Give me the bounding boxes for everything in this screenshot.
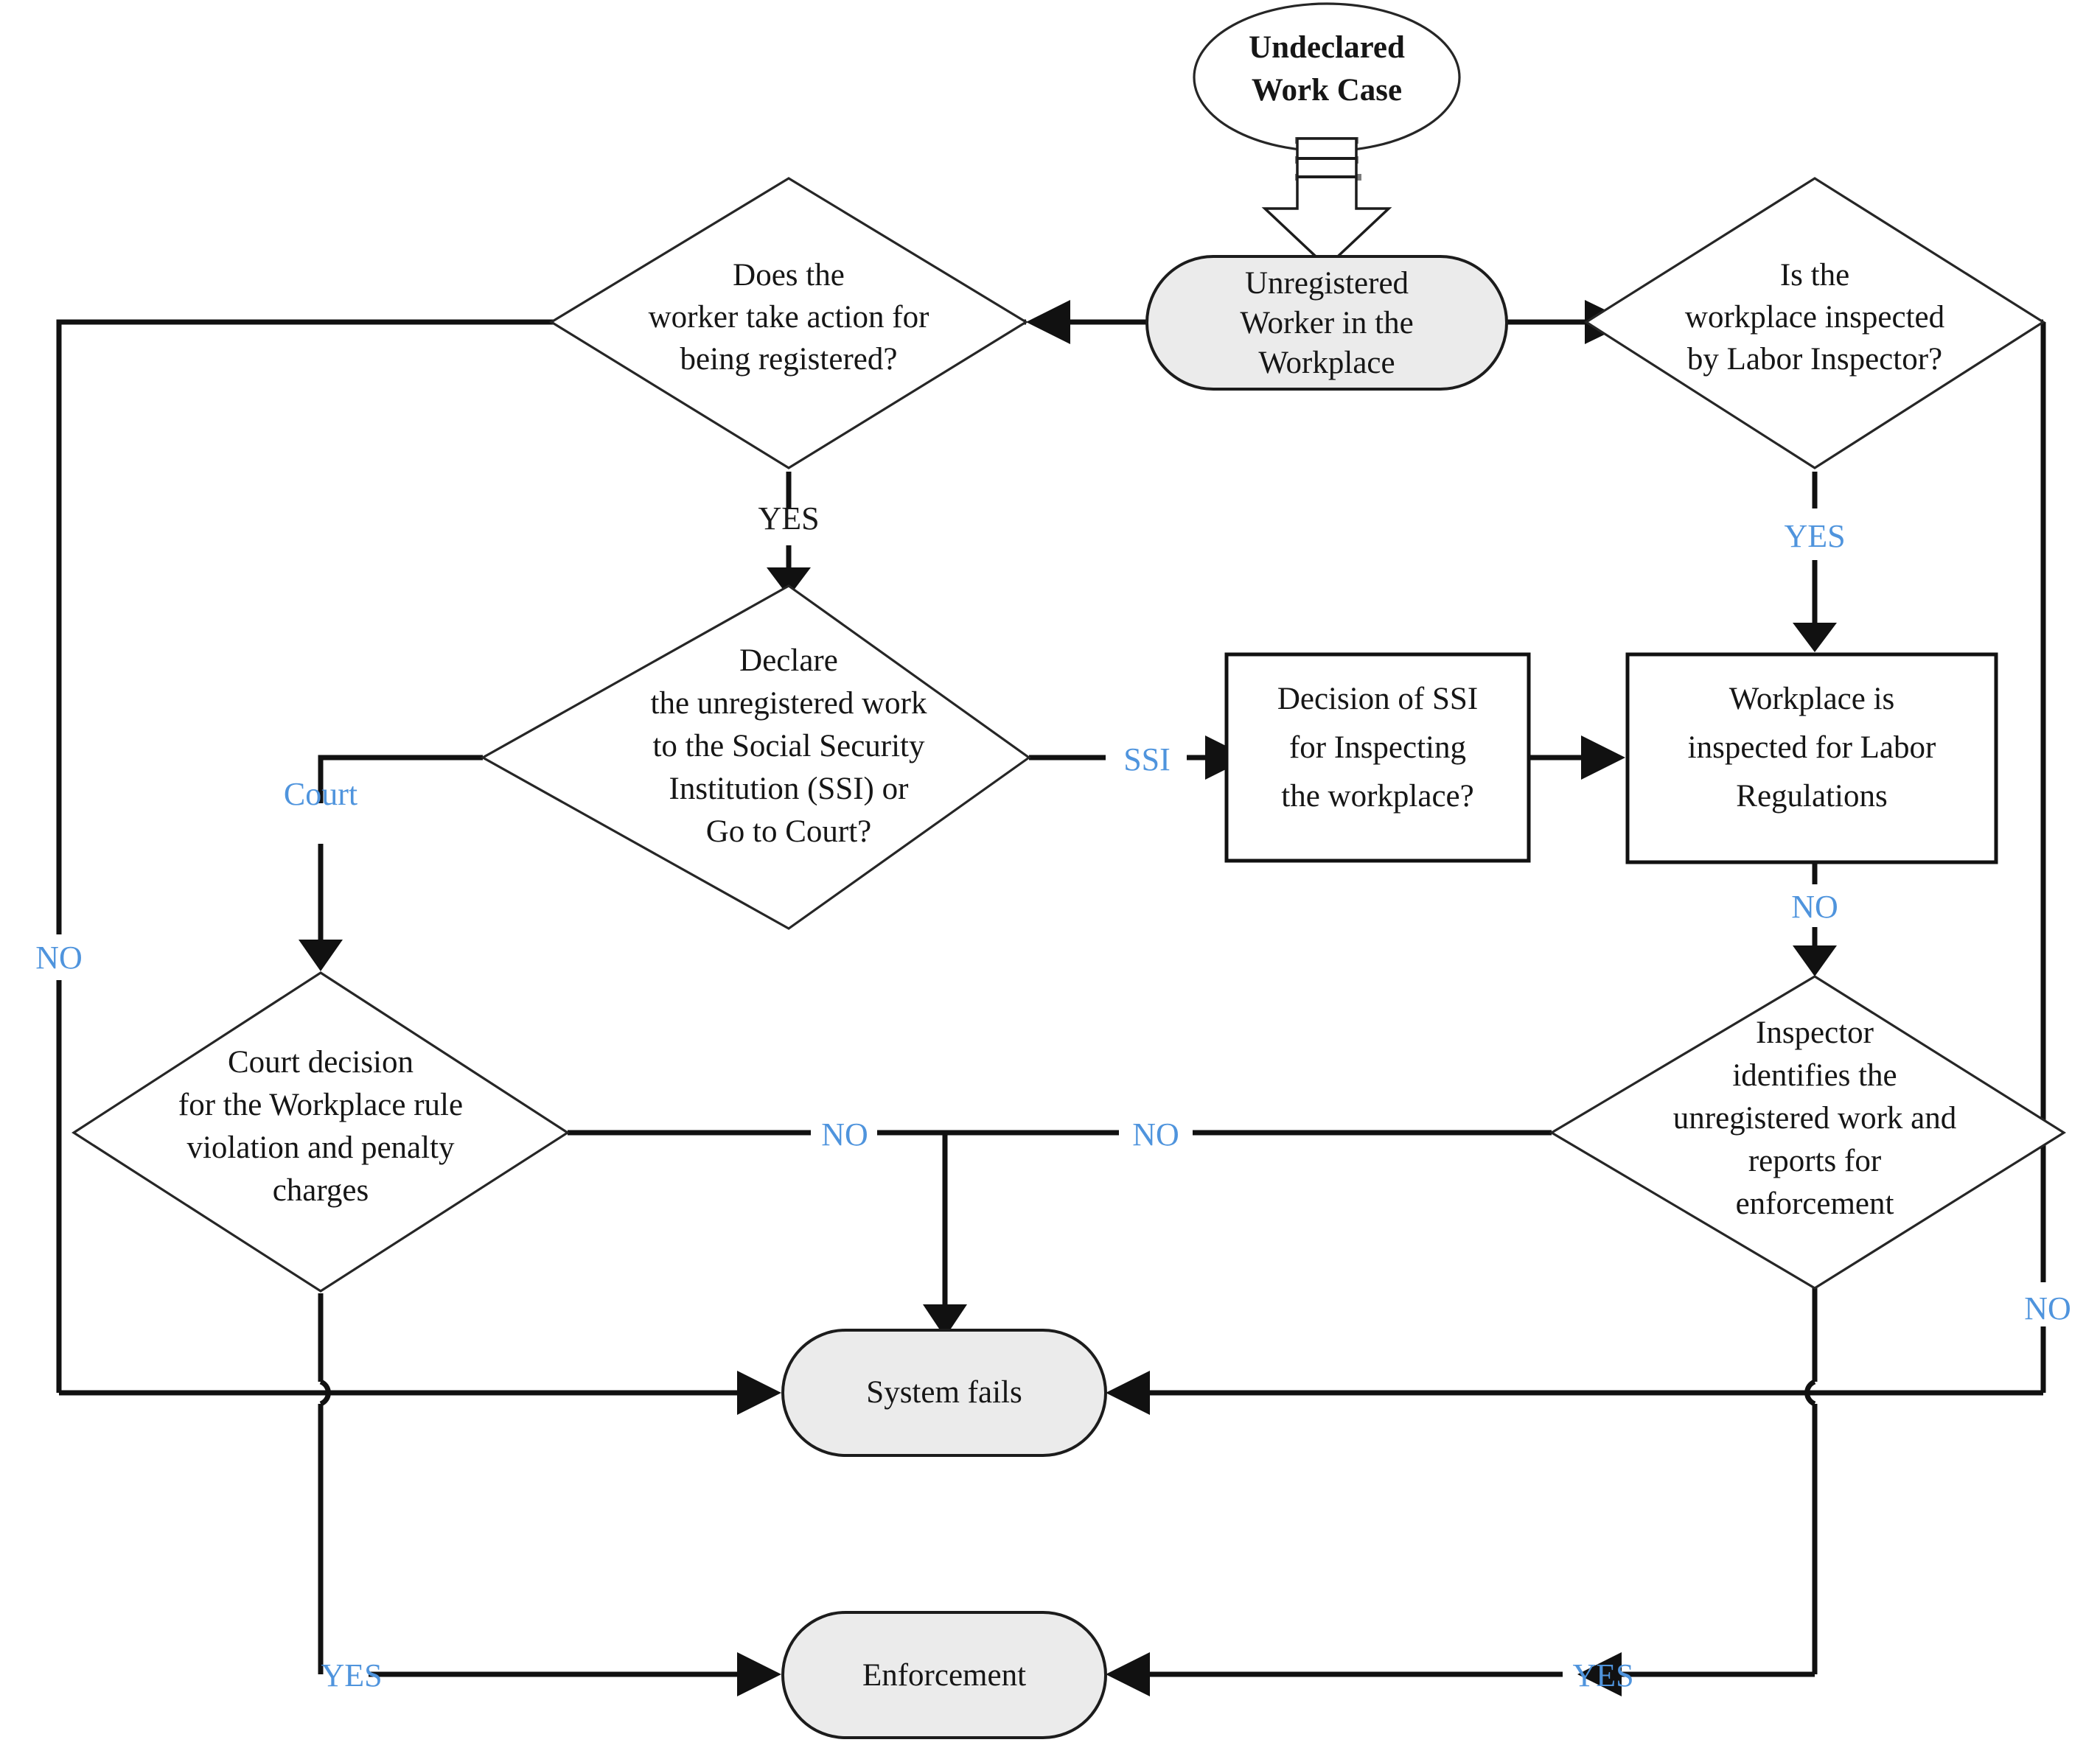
edge-no-horizontal-to-system-fails — [568, 1130, 1552, 1338]
edge-label-inspected-yes: YES — [1784, 518, 1845, 554]
node-system-fails-label: System fails — [866, 1375, 1022, 1410]
edge-label-inspected-no: NO — [2024, 1290, 2071, 1326]
node-inspector-identifies: Inspector identifies the unregistered wo… — [1549, 975, 2067, 1290]
node-court-decision-line-2: for the Workplace rule — [178, 1088, 463, 1122]
node-start-line-2: Work Case — [1252, 73, 1402, 108]
node-declare-line-4: Institution (SSI) or — [669, 772, 909, 806]
node-court-decision-line-4: charges — [273, 1173, 369, 1208]
edge-labor-to-inspector — [1793, 864, 1837, 976]
node-unregistered-worker-line-2: Worker in the — [1240, 306, 1413, 340]
node-worker-action-line-3: being registered? — [680, 342, 898, 377]
edge-ssi-to-labor — [1529, 735, 1625, 780]
edge-label-court-decision-yes: YES — [321, 1657, 382, 1693]
node-ssi-decision-line-2: for Inspecting — [1289, 730, 1466, 765]
node-declare-line-5: Go to Court? — [706, 814, 872, 849]
edge-declare-court — [299, 755, 483, 971]
node-system-fails: System fails — [781, 1329, 1107, 1457]
node-inspector-line-4: reports for — [1748, 1144, 1881, 1178]
edge-court-yes-to-enforcement — [318, 1293, 781, 1696]
node-ssi-decision-line-3: the workplace? — [1281, 779, 1473, 814]
node-worker-action: Does the worker take action for being re… — [548, 177, 1029, 469]
node-unregistered-worker: Unregistered Worker in the Workplace — [1145, 255, 1508, 391]
node-declare-line-1: Declare — [739, 643, 838, 678]
edge-label-worker-action-yes: YES — [758, 500, 819, 536]
node-enforcement: Enforcement — [781, 1611, 1107, 1739]
node-ssi-decision: Decision of SSI for Inspecting the workp… — [1224, 652, 1531, 863]
node-declare-line-2: the unregistered work — [651, 686, 927, 721]
node-court-decision: Court decision for the Workplace rule vi… — [71, 971, 570, 1293]
edge-label-declare-ssi: SSI — [1123, 741, 1171, 777]
edge-label-inspector-yes: YES — [1572, 1657, 1633, 1693]
node-inspector-line-5: enforcement — [1736, 1186, 1894, 1221]
node-inspector-line-2: identifies the — [1732, 1058, 1897, 1093]
node-ssi-decision-line-1: Decision of SSI — [1277, 682, 1478, 716]
node-declare-line-3: to the Social Security — [652, 729, 925, 763]
edge-inspector-yes-to-enforcement — [1106, 1284, 1818, 1696]
node-labor-regulations-line-2: inspected for Labor — [1688, 730, 1936, 765]
node-workplace-inspected: Is the workplace inspected by Labor Insp… — [1584, 177, 2045, 469]
node-worker-action-line-1: Does the — [733, 258, 845, 293]
node-workplace-inspected-line-2: workplace inspected — [1685, 300, 1944, 335]
node-declare-or-court: Declare the unregistered work to the Soc… — [480, 584, 1031, 930]
node-labor-regulations-line-3: Regulations — [1736, 779, 1887, 814]
edge-inspected-no-right-loop — [1106, 319, 2046, 1415]
node-unregistered-worker-line-3: Workplace — [1258, 346, 1395, 380]
node-workplace-inspected-line-3: by Labor Inspector? — [1687, 342, 1942, 377]
node-start-undeclared-work-case: Undeclared Work Case — [1193, 2, 1461, 153]
edge-label-declare-court: Court — [284, 776, 357, 812]
node-inspector-line-1: Inspector — [1756, 1015, 1874, 1050]
node-enforcement-label: Enforcement — [862, 1658, 1026, 1693]
block-arrow-start-to-worker — [1261, 137, 1392, 269]
node-labor-regulations: Workplace is inspected for Labor Regulat… — [1625, 652, 1998, 864]
edge-action-yes — [767, 472, 811, 597]
node-unregistered-worker-line-1: Unregistered — [1245, 266, 1409, 301]
edge-worker-to-action — [1026, 300, 1146, 344]
edge-label-labor-regulations-no: NO — [1791, 889, 1838, 925]
edge-label-worker-action-no: NO — [35, 940, 83, 976]
edge-label-court-decision-no: NO — [821, 1116, 868, 1153]
node-court-decision-line-1: Court decision — [228, 1045, 414, 1080]
node-start-line-1: Undeclared — [1249, 30, 1405, 65]
node-workplace-inspected-line-1: Is the — [1780, 258, 1849, 293]
node-worker-action-line-2: worker take action for — [649, 300, 929, 335]
node-court-decision-line-3: violation and penalty — [186, 1130, 455, 1165]
edge-inspected-yes — [1793, 472, 1837, 652]
edge-label-inspector-no: NO — [1132, 1116, 1179, 1153]
edge-action-no-left-loop — [56, 319, 1026, 1415]
node-inspector-line-3: unregistered work and — [1673, 1101, 1956, 1136]
node-labor-regulations-line-1: Workplace is — [1729, 682, 1895, 716]
